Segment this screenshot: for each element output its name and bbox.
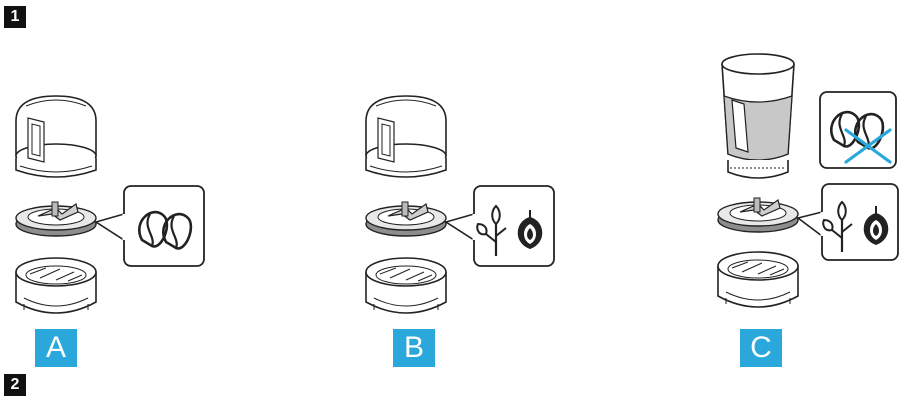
- blade-unit-a: [15, 201, 97, 237]
- coupling-base-c: [717, 251, 799, 308]
- jar-tall-liquid-c: [721, 53, 795, 179]
- jar-dome-a: [15, 95, 97, 178]
- variant-c-assembly: [717, 53, 899, 308]
- jar-dome-b: [365, 95, 447, 178]
- blade-unit-c: [717, 197, 799, 233]
- ingredient-panel-b: [473, 185, 555, 267]
- variant-b-assembly: [365, 95, 555, 314]
- variant-b-label: B: [393, 329, 435, 367]
- variant-a-assembly: [15, 95, 205, 314]
- step-2-badge: 2: [4, 374, 26, 396]
- coupling-base-a: [15, 257, 97, 314]
- step-1-badge: 1: [4, 6, 26, 28]
- variant-a-label: A: [35, 329, 77, 367]
- variant-c-label: C: [740, 329, 782, 367]
- blade-unit-b: [365, 201, 447, 237]
- cross-icon: [844, 128, 892, 164]
- coupling-base-b: [365, 257, 447, 314]
